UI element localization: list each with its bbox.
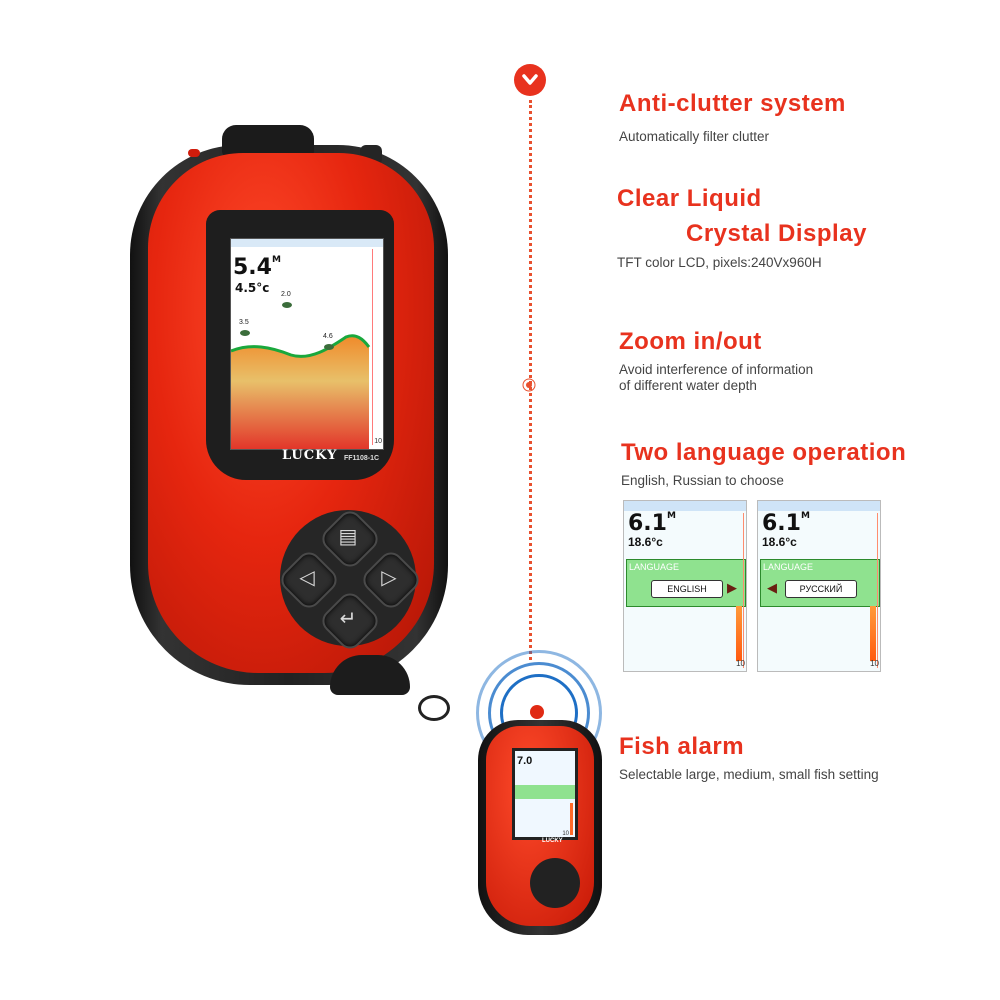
device-screen: 5.4M 4.5°c 2.0 3.5 4.6 10 [230,238,384,450]
depth-readout: 5.4M [233,255,281,280]
device-bottom-cap [330,655,410,695]
feature-title-language: Two language operation [621,439,907,466]
chevron-down-icon [514,64,546,96]
feature-desc-language: English, Russian to choose [621,473,784,488]
arrow-right-icon: ▷ [381,567,397,589]
enter-icon: ↵ [339,608,357,630]
depth-scale-max: 10 [374,438,382,445]
depth-value: 6.1 [762,511,801,536]
depth-value: 7.0 [517,755,533,767]
screen-status-bar [758,501,880,511]
temperature-readout: 18.6°c [628,535,663,549]
feature-desc-anti-clutter: Automatically filter clutter [619,129,770,144]
feature-title-anti-clutter: Anti-clutter system [619,90,846,117]
alarm-panel [515,785,575,799]
feature-title-zoom: Zoom in/out [619,328,762,355]
model-label: FF1108-1C [344,455,380,462]
device-screen: 7.0 10 [512,748,578,840]
depth-scale [877,513,878,668]
fish-alarm-device: 7.0 10 LUCKY [470,650,610,950]
depth-scale-max: 10 [562,831,569,837]
feature-desc-zoom-line2: of different water depth [619,378,757,393]
feature-title-lcd-line2: Crystal Display [686,220,867,247]
feature-desc-zoom-line1: Avoid interference of information [619,362,814,377]
alarm-light-icon [530,705,544,719]
temperature-readout: 4.5°c [235,281,270,295]
feature-title-lcd-line1: Clear Liquid [617,185,762,212]
language-option: РУССКИЙ [785,580,857,598]
target-dot-icon [522,378,536,392]
menu-icon: ▤ [338,526,358,548]
arrow-left-icon: ◁ [299,567,315,589]
language-panel-label: LANGUAGE [629,562,680,572]
depth-unit: M [800,511,810,521]
language-screen-russian: 6.1M 18.6°c LANGUAGE ◀ РУССКИЙ 10 [757,500,881,672]
fish-depth-label: 4.6 [323,333,333,340]
depth-unit: M [666,511,676,521]
fish-depth-label: 3.5 [239,319,249,326]
feature-desc-lcd: TFT color LCD, pixels:240Vx960H [617,255,822,270]
screen-status-bar [624,501,746,511]
depth-scale [570,803,573,835]
fish-icon [240,302,334,350]
depth-scale-max: 10 [870,659,879,668]
device-led [188,149,200,157]
depth-value: 5.4 [233,255,272,280]
sonar-graph [231,302,371,449]
language-panel-label: LANGUAGE [763,562,814,572]
brand-logo: LUCKY [542,838,563,844]
language-option: ENGLISH [651,580,723,598]
depth-value: 6.1 [628,511,667,536]
depth-scale-fill [870,606,876,661]
depth-readout: 6.1M [762,511,810,536]
lanyard-loop [418,695,450,721]
feature-desc-fish-alarm: Selectable large, medium, small fish set… [619,767,879,782]
dotted-divider [529,100,532,660]
depth-readout: 6.1M [628,511,676,536]
fish-finder-device: 5.4M 4.5°c 2.0 3.5 4.6 10 LUCKY [130,125,450,721]
depth-scale [372,249,381,445]
arrow-right-icon: ▶ [727,580,737,595]
language-screen-english: 6.1M 18.6°c LANGUAGE ENGLISH ▶ 10 [623,500,747,672]
depth-scale-fill [736,606,742,661]
language-panel: LANGUAGE ◀ РУССКИЙ [760,559,880,607]
temperature-readout: 18.6°c [762,535,797,549]
device-connector [222,125,314,157]
screen-status-bar [231,239,383,247]
direction-keypad: ▤ ◁ ▷ ↵ [276,506,424,654]
depth-scale [743,513,744,668]
arrow-left-icon: ◀ [767,580,777,595]
direction-keypad [530,858,580,908]
brand-logo: LUCKY [282,448,338,463]
depth-scale-max: 10 [736,659,745,668]
language-panel: LANGUAGE ENGLISH ▶ [626,559,746,607]
depth-unit: M [271,255,281,265]
feature-title-fish-alarm: Fish alarm [619,733,745,760]
fish-depth-label: 2.0 [281,291,291,298]
